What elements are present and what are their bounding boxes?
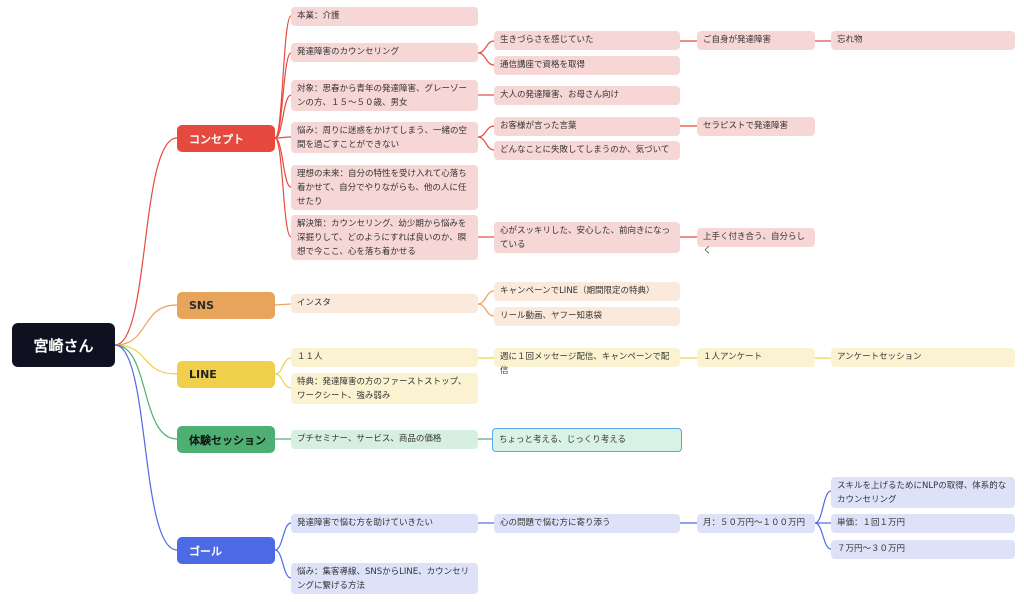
sns-campaign[interactable]: キャンペーンでLINE（期間限定の特典） xyxy=(494,282,680,301)
goal-nlp[interactable]: スキルを上げるためにNLPの取得、体系的なカウンセリング xyxy=(831,477,1015,508)
concept-therapist[interactable]: セラピストで発達障害 xyxy=(697,117,815,136)
branch-sns[interactable]: SNS xyxy=(177,292,275,319)
concept-forgetful[interactable]: 忘れ物 xyxy=(831,31,1015,50)
concept-target[interactable]: 対象：思春から青年の発達障害、グレーゾーンの方、１５～５０歳、男女 xyxy=(291,80,478,111)
concept-get-along[interactable]: 上手く付き合う、自分らしく xyxy=(697,228,815,256)
concept-solution[interactable]: 解決策：カウンセリング、幼少期から悩みを深掘りして、どのようにすれば良いのか、瞑… xyxy=(291,215,478,260)
branch-goal[interactable]: ゴール xyxy=(177,537,275,564)
line-survey-one[interactable]: １人アンケート xyxy=(697,348,815,367)
sns-reels[interactable]: リール動画、ヤフー知恵袋 xyxy=(494,307,680,326)
goal-price-range[interactable]: ７万円～３０万円 xyxy=(831,540,1015,559)
concept-customer-said[interactable]: お客様が言った言葉 xyxy=(494,117,680,136)
trial-think[interactable]: ちょっと考える、じっくり考える xyxy=(492,428,682,452)
concept-refreshed[interactable]: 心がスッキリした、安心した、前向きになっている xyxy=(494,222,680,253)
branch-line[interactable]: LINE xyxy=(177,361,275,388)
concept-main-job[interactable]: 本業：介護 xyxy=(291,7,478,26)
concept-worry[interactable]: 悩み：周りに迷惑をかけてしまう、一緒の空間を過ごすことができない xyxy=(291,122,478,153)
goal-worry[interactable]: 悩み：集客導線、SNSからLINE、カウンセリングに繋げる方法 xyxy=(291,563,478,594)
goal-help[interactable]: 発達障害で悩む方を助けていきたい xyxy=(291,514,478,533)
sns-insta[interactable]: インスタ xyxy=(291,294,478,313)
line-perk[interactable]: 特典：発達障害の方のファーストストップ、ワークシート、強み弱み xyxy=(291,373,478,404)
root-node[interactable]: 宮崎さん xyxy=(12,323,115,367)
branch-concept[interactable]: コンセプト xyxy=(177,125,275,152)
goal-monthly[interactable]: 月：５０万円～１００万円 xyxy=(697,514,815,533)
concept-ideal-future[interactable]: 理想の未来：自分の特性を受け入れて心落ち着かせて、自分でやりながらも、他の人に任… xyxy=(291,165,478,210)
concept-what-fail[interactable]: どんなことに失敗してしまうのか、気づいて xyxy=(494,141,680,160)
concept-felt-hard[interactable]: 生きづらさを感じていた xyxy=(494,31,680,50)
concept-counseling[interactable]: 発達障害のカウンセリング xyxy=(291,43,478,62)
goal-mind[interactable]: 心の問題で悩む方に寄り添う xyxy=(494,514,680,533)
concept-adults[interactable]: 大人の発達障害、お母さん向け xyxy=(494,86,680,105)
line-count[interactable]: １１人 xyxy=(291,348,478,367)
line-survey-session[interactable]: アンケートセッション xyxy=(831,348,1015,367)
branch-trial-session[interactable]: 体験セッション xyxy=(177,426,275,453)
concept-self-disabled[interactable]: ご自身が発達障害 xyxy=(697,31,815,50)
goal-unit-price[interactable]: 単価：１回１万円 xyxy=(831,514,1015,533)
trial-pricing[interactable]: プチセミナー、サービス、商品の価格 xyxy=(291,430,478,449)
concept-correspondence[interactable]: 通信講座で資格を取得 xyxy=(494,56,680,75)
line-weekly[interactable]: 週に１回メッセージ配信、キャンペーンで配信 xyxy=(494,348,680,376)
